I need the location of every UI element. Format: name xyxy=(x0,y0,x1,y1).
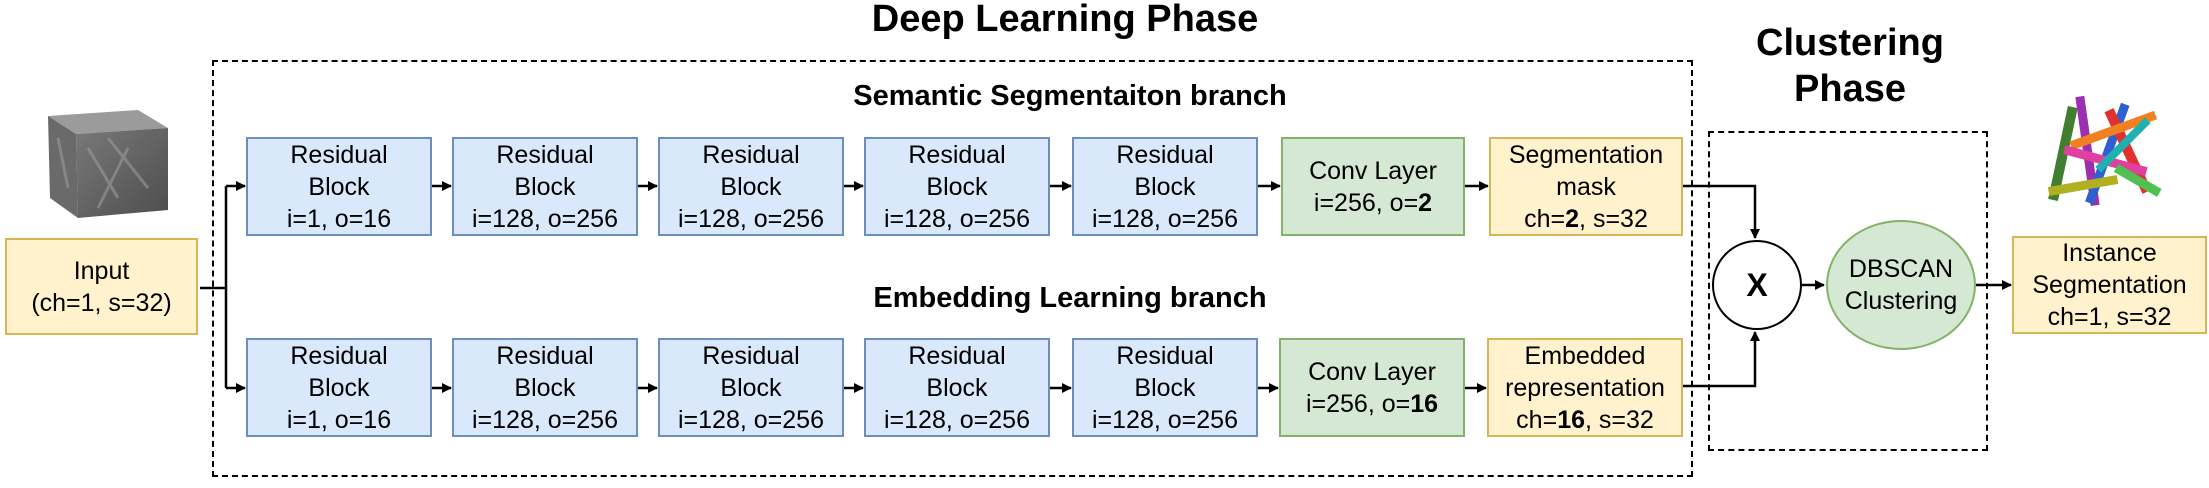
block-params: i=128, o=256 xyxy=(1092,405,1238,434)
dbscan-label: Clustering xyxy=(1844,287,1958,315)
block-params: i=128, o=256 xyxy=(1092,204,1238,233)
block-params: i=128, o=256 xyxy=(472,405,618,434)
block-label: Block xyxy=(720,373,782,402)
block-label: Residual xyxy=(496,341,594,370)
semantic-residual-block-2: Residual Block i=128, o=256 xyxy=(452,137,638,236)
multiply-node: X xyxy=(1712,240,1802,330)
block-label: Block xyxy=(926,373,988,402)
input-volume-thumbnail xyxy=(48,110,168,218)
input-box: Input (ch=1, s=32) xyxy=(5,238,198,335)
embedding-residual-block-4: Residual Block i=128, o=256 xyxy=(864,338,1050,437)
mask-label: Segmentation xyxy=(1508,140,1664,169)
block-label: Block xyxy=(308,373,370,402)
deep-learning-phase-title: Deep Learning Phase xyxy=(871,0,1259,40)
deep-learning-phase-frame xyxy=(212,60,1693,477)
dbscan-clustering-node: DBSCAN Clustering xyxy=(1826,220,1976,350)
embedded-representation-box: Embedded representation ch=16, s=32 xyxy=(1487,338,1683,437)
block-label: Block xyxy=(1134,172,1196,201)
block-params: i=128, o=256 xyxy=(884,405,1030,434)
block-label: Residual xyxy=(702,140,800,169)
block-label: Residual xyxy=(496,140,594,169)
mask-shape: ch=2, s=32 xyxy=(1524,204,1648,233)
segmentation-mask-box: Segmentation mask ch=2, s=32 xyxy=(1489,137,1683,236)
block-label: Residual xyxy=(1116,140,1214,169)
clustering-phase-title-line1: Clustering xyxy=(1756,22,1944,64)
semantic-conv-layer: Conv Layer i=256, o=2 xyxy=(1281,137,1465,236)
block-label: Block xyxy=(926,172,988,201)
clustering-phase-title: Clustering Phase xyxy=(1700,20,2000,112)
block-params: i=128, o=256 xyxy=(678,204,824,233)
clustering-phase-frame xyxy=(1708,131,1988,451)
block-params: i=128, o=256 xyxy=(678,405,824,434)
block-label: Block xyxy=(514,373,576,402)
semantic-residual-block-3: Residual Block i=128, o=256 xyxy=(658,137,844,236)
clustering-phase-title-line2: Phase xyxy=(1794,68,1906,110)
dbscan-label: DBSCAN xyxy=(1848,255,1954,283)
input-shape: (ch=1, s=32) xyxy=(31,288,172,317)
embedding-residual-block-5: Residual Block i=128, o=256 xyxy=(1072,338,1258,437)
block-params: i=128, o=256 xyxy=(472,204,618,233)
instance-segmentation-thumbnail xyxy=(2047,95,2162,207)
block-label: Block xyxy=(308,172,370,201)
block-label: Residual xyxy=(1116,341,1214,370)
output-label: Segmentation xyxy=(2032,271,2187,299)
block-label: Block xyxy=(1134,373,1196,402)
instance-segmentation-box: Instance Segmentation ch=1, s=32 xyxy=(2012,236,2207,334)
embedding-conv-layer: Conv Layer i=256, o=16 xyxy=(1279,338,1465,437)
block-label: Residual xyxy=(908,341,1006,370)
output-shape: ch=1, s=32 xyxy=(2047,303,2172,331)
block-label: Residual xyxy=(290,140,388,169)
conv-params: i=256, o=2 xyxy=(1313,188,1433,217)
embedding-residual-block-2: Residual Block i=128, o=256 xyxy=(452,338,638,437)
block-label: Block xyxy=(720,172,782,201)
input-label: Input xyxy=(73,256,130,285)
semantic-branch-title: Semantic Segmentaiton branch xyxy=(853,80,1287,112)
conv-label: Conv Layer xyxy=(1309,156,1437,185)
semantic-residual-block-5: Residual Block i=128, o=256 xyxy=(1072,137,1258,236)
merge-arrows xyxy=(1683,184,2012,388)
output-label: Instance xyxy=(2062,239,2157,267)
embedding-residual-block-3: Residual Block i=128, o=256 xyxy=(658,338,844,437)
block-params: i=1, o=16 xyxy=(286,405,392,434)
embedding-residual-block-1: Residual Block i=1, o=16 xyxy=(246,338,432,437)
embedded-shape: ch=16, s=32 xyxy=(1516,405,1654,434)
conv-label: Conv Layer xyxy=(1308,357,1436,386)
conv-params: i=256, o=16 xyxy=(1305,389,1439,418)
embedding-branch-title: Embedding Learning branch xyxy=(873,282,1267,314)
mask-label: mask xyxy=(1556,172,1616,201)
block-params: i=128, o=256 xyxy=(884,204,1030,233)
block-label: Residual xyxy=(908,140,1006,169)
block-params: i=1, o=16 xyxy=(286,204,392,233)
embedded-label: Embedded xyxy=(1524,341,1646,370)
block-label: Block xyxy=(514,172,576,201)
multiply-symbol: X xyxy=(1746,266,1768,303)
block-label: Residual xyxy=(702,341,800,370)
block-label: Residual xyxy=(290,341,388,370)
semantic-residual-block-4: Residual Block i=128, o=256 xyxy=(864,137,1050,236)
semantic-residual-block-1: Residual Block i=1, o=16 xyxy=(246,137,432,236)
embedded-label: representation xyxy=(1505,373,1665,402)
